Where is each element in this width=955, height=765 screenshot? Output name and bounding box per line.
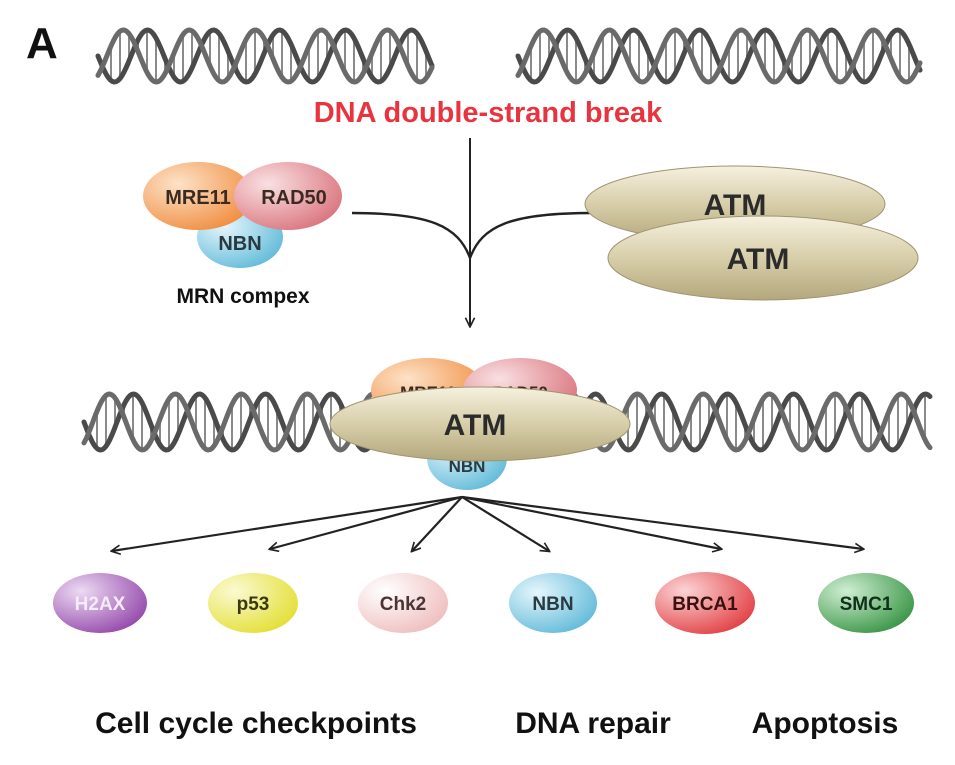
arrow-to-smc1 bbox=[461, 495, 863, 549]
p53-protein bbox=[208, 573, 298, 633]
bound-nbn-label: NBN bbox=[449, 457, 486, 476]
outcome-dna-repair: DNA repair bbox=[515, 707, 671, 740]
smc1-label: SMC1 bbox=[840, 594, 893, 615]
connector-mrn bbox=[351, 211, 472, 259]
mrn-complex: MRE11 RAD50 NBN MRN compex bbox=[143, 162, 342, 308]
arrow-to-p53 bbox=[270, 495, 463, 549]
atm-dimer: ATM ATM bbox=[584, 165, 919, 301]
mre11-label: MRE11 bbox=[165, 187, 231, 209]
mre11-protein bbox=[143, 162, 253, 230]
arrow-to-brca1 bbox=[461, 495, 721, 549]
target-arrows bbox=[112, 495, 863, 551]
atm-label-top: ATM bbox=[704, 189, 767, 222]
outcome-apoptosis: Apoptosis bbox=[752, 707, 899, 740]
nbn-target-protein bbox=[509, 573, 597, 633]
bound-complex: NBN MRE11 RAD50 ATM bbox=[329, 358, 631, 490]
brca1-protein bbox=[655, 572, 755, 634]
arrow-to-nbn bbox=[461, 496, 549, 551]
nbn-target-label: NBN bbox=[532, 594, 573, 615]
chk2-label: Chk2 bbox=[380, 594, 426, 615]
bound-atm-protein bbox=[329, 386, 631, 462]
atm-label-bottom: ATM bbox=[727, 243, 790, 276]
rad50-label: RAD50 bbox=[261, 187, 327, 209]
atm-protein-bottom bbox=[607, 215, 919, 301]
dna-backbone bbox=[95, 27, 435, 85]
bound-atm-label: ATM bbox=[444, 409, 507, 442]
dna-backbone bbox=[95, 27, 435, 85]
panel-letter: A bbox=[26, 19, 58, 68]
rad50-protein bbox=[234, 162, 342, 230]
p53-label: p53 bbox=[237, 594, 270, 615]
arrow-to-chk2 bbox=[412, 496, 463, 551]
target-proteins: H2AX p53 Chk2 NBN BRCA1 SMC1 bbox=[53, 572, 914, 634]
h2ax-protein bbox=[53, 573, 147, 633]
dna-helix-top-left bbox=[95, 27, 435, 85]
chk2-protein bbox=[358, 573, 448, 633]
dna-backbone bbox=[515, 27, 923, 85]
brca1-label: BRCA1 bbox=[672, 594, 738, 615]
arrow-to-h2ax bbox=[112, 495, 463, 551]
break-label: DNA double-strand break bbox=[314, 97, 663, 129]
smc1-protein bbox=[818, 573, 914, 633]
connector-atm bbox=[468, 211, 593, 259]
dna-helix-top-right bbox=[515, 27, 923, 85]
outcome-cell-cycle: Cell cycle checkpoints bbox=[95, 707, 417, 740]
mrn-complex-label: MRN compex bbox=[176, 285, 309, 308]
h2ax-label: H2AX bbox=[75, 594, 126, 615]
outcomes: Cell cycle checkpoints DNA repair Apopto… bbox=[95, 707, 898, 740]
nbn-label: NBN bbox=[218, 233, 261, 255]
